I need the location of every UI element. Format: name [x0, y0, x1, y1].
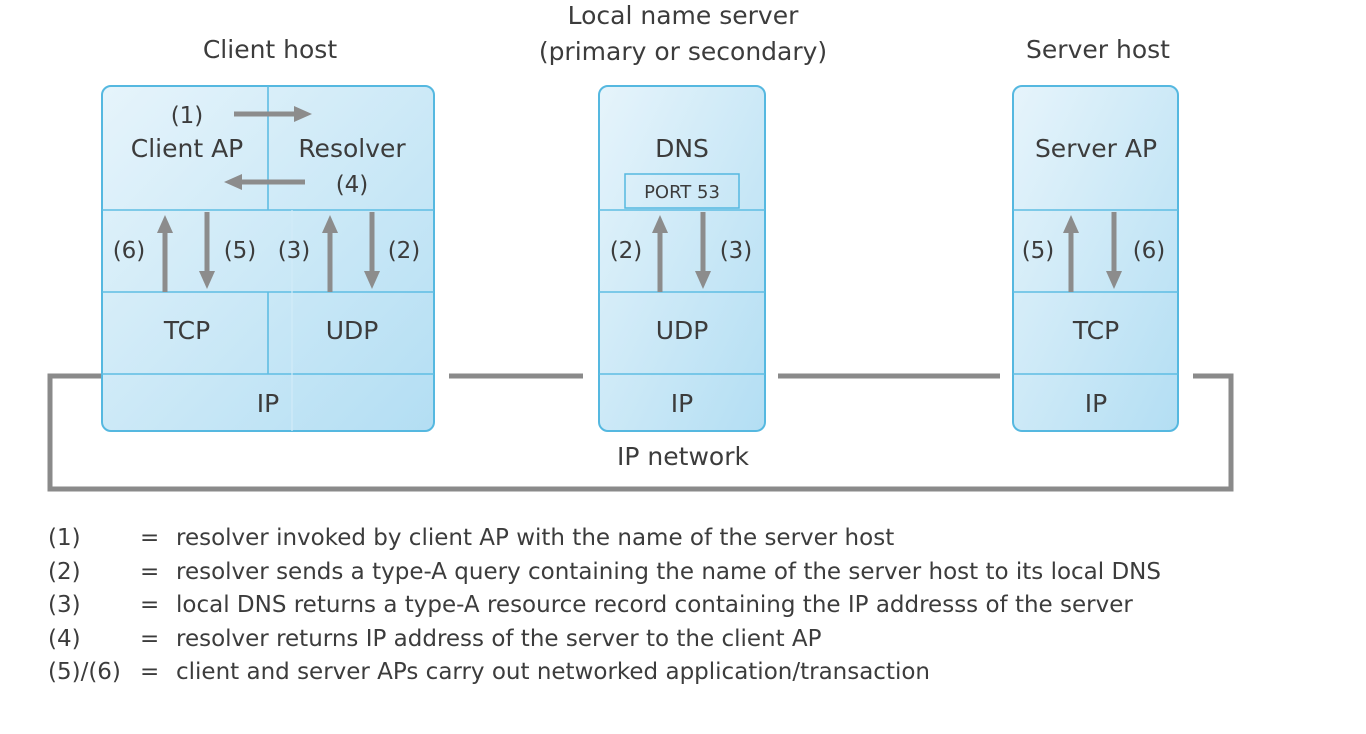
legend-text: resolver returns IP address of the serve…: [176, 625, 822, 652]
ns-step-2-label: (2): [610, 238, 643, 264]
ns-arrow-3-down: [695, 212, 711, 289]
legend-row: (2) = resolver sends a type-A query contai…: [48, 556, 1308, 590]
legend-key: (4): [48, 625, 81, 652]
legend-text: local DNS returns a type-A resource reco…: [176, 592, 1133, 618]
ip-network-line: [47, 373, 1234, 492]
step-4-label: (4): [336, 172, 369, 198]
legend-key: (2): [48, 558, 81, 585]
legend-key: (1): [48, 525, 81, 551]
legend-row: (3) = local DNS returns a type-A resource …: [48, 589, 1308, 623]
arrow-6-up: [157, 215, 173, 292]
server-tcp-label: TCP: [1072, 316, 1119, 345]
local-name-server-header-line2: (primary or secondary): [539, 37, 827, 66]
arrow-5-down: [199, 212, 215, 289]
name-server-box: DNS PORT 53 (2) (3) UDP IP: [598, 85, 766, 432]
legend-equals: =: [140, 659, 160, 685]
client-ap-label: Client AP: [131, 134, 244, 163]
client-step-3-label: (3): [278, 238, 311, 264]
legend: (1) = resolver invoked by client AP with t…: [48, 522, 1308, 690]
legend-text: resolver invoked by client AP with the n…: [176, 525, 895, 551]
server-step-5-label: (5): [1022, 238, 1055, 264]
legend-equals: =: [140, 525, 160, 551]
client-host-header: Client host: [203, 35, 337, 64]
legend-equals: =: [140, 558, 160, 585]
arrow-4-left: [224, 174, 305, 190]
client-udp-label: UDP: [326, 316, 379, 345]
port-53-box: [624, 173, 740, 209]
client-step-5-label: (5): [224, 238, 257, 264]
legend-key: (5)/(6): [48, 659, 121, 685]
resolver-label: Resolver: [298, 134, 406, 163]
client-host-box: Client AP Resolver TCP UDP IP (1) (4) (6…: [101, 85, 435, 432]
legend-equals: =: [140, 625, 160, 652]
legend-row: (5)/(6) = client and server APs carry out …: [48, 656, 1308, 690]
ns-arrow-2-up: [652, 215, 668, 292]
client-step-6-label: (6): [113, 238, 146, 264]
server-ap-label: Server AP: [1035, 134, 1157, 163]
port-53-label: PORT 53: [644, 182, 720, 203]
ns-step-3-label: (3): [720, 238, 753, 264]
legend-row: (4) = resolver returns IP address of the s…: [48, 623, 1308, 657]
ns-ip-label: IP: [671, 389, 693, 418]
arrow-2-down: [364, 212, 380, 289]
server-arrow-5-up: [1063, 215, 1079, 292]
dns-label: DNS: [655, 134, 709, 163]
ip-network-label: IP network: [617, 442, 749, 471]
legend-text: resolver sends a type-A query containing…: [176, 558, 1161, 585]
step-1-label: (1): [171, 103, 204, 129]
ns-udp-label: UDP: [656, 316, 709, 345]
client-tcp-label: TCP: [163, 316, 210, 345]
local-name-server-header-line1: Local name server: [568, 1, 799, 30]
server-host-header: Server host: [1026, 35, 1170, 64]
arrow-3-up: [322, 215, 338, 292]
server-step-6-label: (6): [1133, 238, 1166, 264]
legend-key: (3): [48, 592, 81, 618]
legend-text: client and server APs carry out networke…: [176, 659, 931, 685]
dns-resolution-diagram: Client host Local name server (primary o…: [47, 1, 1234, 492]
legend-equals: =: [140, 592, 160, 618]
server-arrow-6-down: [1106, 212, 1122, 289]
arrow-1-right: [234, 106, 312, 122]
legend-row: (1) = resolver invoked by client AP with t…: [48, 522, 1308, 556]
server-ip-label: IP: [1085, 389, 1107, 418]
client-ip-label: IP: [257, 389, 279, 418]
client-step-2-label: (2): [388, 238, 421, 264]
server-host-box: Server AP (5) (6) TCP IP: [1012, 85, 1179, 432]
